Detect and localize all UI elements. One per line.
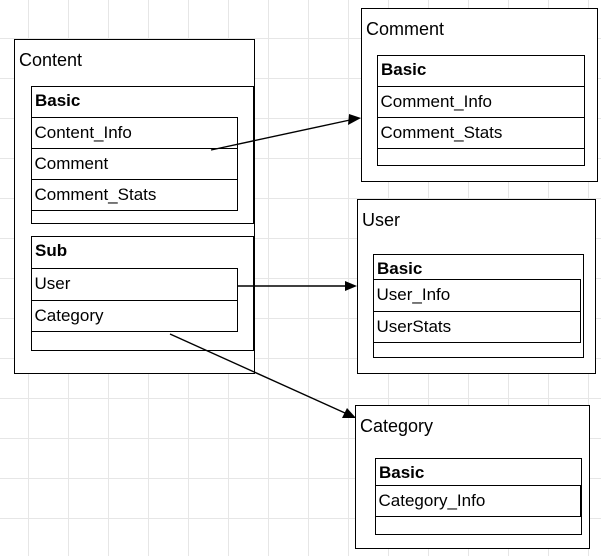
category-title: Category xyxy=(360,416,434,436)
category-basic-section[interactable]: Basic Category_Info xyxy=(374,458,582,535)
content-row-user[interactable]: User xyxy=(30,268,238,301)
comment-basic-title: Basic xyxy=(381,60,427,79)
content-box[interactable]: Content Basic Content_Info Comment Comme… xyxy=(14,39,255,374)
comment-row-comment-stats[interactable]: Comment_Stats xyxy=(376,117,585,149)
arrow-user-to-user-box-head xyxy=(345,281,357,291)
content-row-category[interactable]: Category xyxy=(30,300,238,332)
content-sub-section[interactable]: Sub User Category xyxy=(30,236,254,351)
user-box[interactable]: User Basic User_Info UserStats xyxy=(357,199,596,374)
category-row-category-info[interactable]: Category_Info xyxy=(374,485,581,517)
user-row-user-info[interactable]: User_Info xyxy=(372,279,581,312)
content-row-comment-stats[interactable]: Comment_Stats xyxy=(30,179,238,211)
content-sub-title: Sub xyxy=(35,241,68,260)
user-row-userstats[interactable]: UserStats xyxy=(372,311,581,343)
user-basic-section[interactable]: Basic User_Info UserStats xyxy=(372,254,584,358)
content-row-content-info[interactable]: Content_Info xyxy=(30,117,238,149)
arrow-category-to-category-box-head xyxy=(342,408,356,418)
category-basic-title: Basic xyxy=(379,463,425,482)
user-basic-title: Basic xyxy=(377,259,423,278)
user-title: User xyxy=(362,210,401,230)
content-basic-section[interactable]: Basic Content_Info Comment Comment_Stats xyxy=(30,86,254,224)
content-title: Content xyxy=(19,50,83,70)
comment-title: Comment xyxy=(366,19,445,39)
arrow-comment-to-comment-box-head xyxy=(348,114,361,125)
arrow-comment-to-comment-box[interactable] xyxy=(210,119,351,151)
arrow-category-to-category-box[interactable] xyxy=(169,333,346,414)
content-basic-title: Basic xyxy=(35,91,81,110)
comment-box[interactable]: Comment Basic Comment_Info Comment_Stats xyxy=(361,8,598,182)
category-box[interactable]: Category Basic Category_Info xyxy=(355,405,590,549)
comment-basic-section[interactable]: Basic Comment_Info Comment_Stats xyxy=(376,55,585,166)
